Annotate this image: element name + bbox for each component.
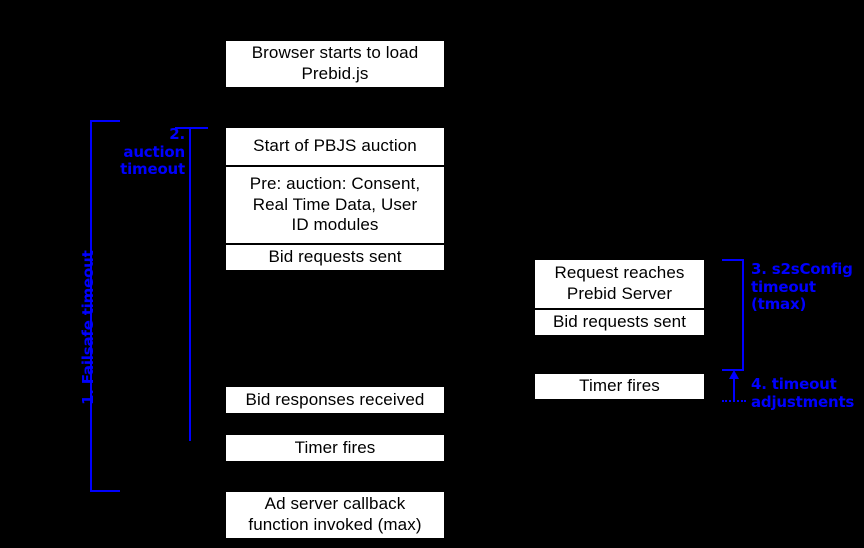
box-bid-requests-sent-server: Bid requests sent xyxy=(534,309,705,336)
box-browser-starts-load-prebid: Browser starts to load Prebid.js xyxy=(225,40,445,88)
timeout-adjustments-arrow-head xyxy=(729,370,739,379)
annotation-s2sconfig-timeout-label: 3. s2sConfig timeout (tmax) xyxy=(751,260,853,314)
failsafe-bracket-bottom-tick xyxy=(90,490,120,492)
box-bid-requests-sent-client: Bid requests sent xyxy=(225,244,445,271)
box-timer-fires-server: Timer fires xyxy=(534,373,705,400)
s2sconfig-bracket-spine xyxy=(742,259,744,371)
s2sconfig-bracket-top-tick xyxy=(722,259,744,261)
failsafe-bracket-top-tick xyxy=(90,120,120,122)
timeout-adjustments-dotted-line xyxy=(722,400,746,402)
auction-bracket-top-tick xyxy=(175,127,208,129)
box-ad-server-callback: Ad server callback function invoked (max… xyxy=(225,491,445,539)
box-timer-fires-client: Timer fires xyxy=(225,434,445,462)
box-start-of-pbjs-auction: Start of PBJS auction xyxy=(225,127,445,166)
failsafe-bracket-spine xyxy=(90,120,92,492)
timeout-adjustments-arrow-shaft xyxy=(733,377,735,401)
annotation-auction-timeout-label: 2. auction timeout xyxy=(120,125,185,179)
annotation-failsafe-timeout-label: 1. Failsafe timeout xyxy=(79,250,97,405)
box-request-reaches-prebid-server: Request reaches Prebid Server xyxy=(534,259,705,309)
box-pre-auction-modules: Pre: auction: Consent, Real Time Data, U… xyxy=(225,166,445,244)
auction-bracket-spine xyxy=(189,127,191,441)
annotation-timeout-adjustments-label: 4. timeout adjustments xyxy=(751,375,855,411)
box-bid-responses-received: Bid responses received xyxy=(225,386,445,414)
